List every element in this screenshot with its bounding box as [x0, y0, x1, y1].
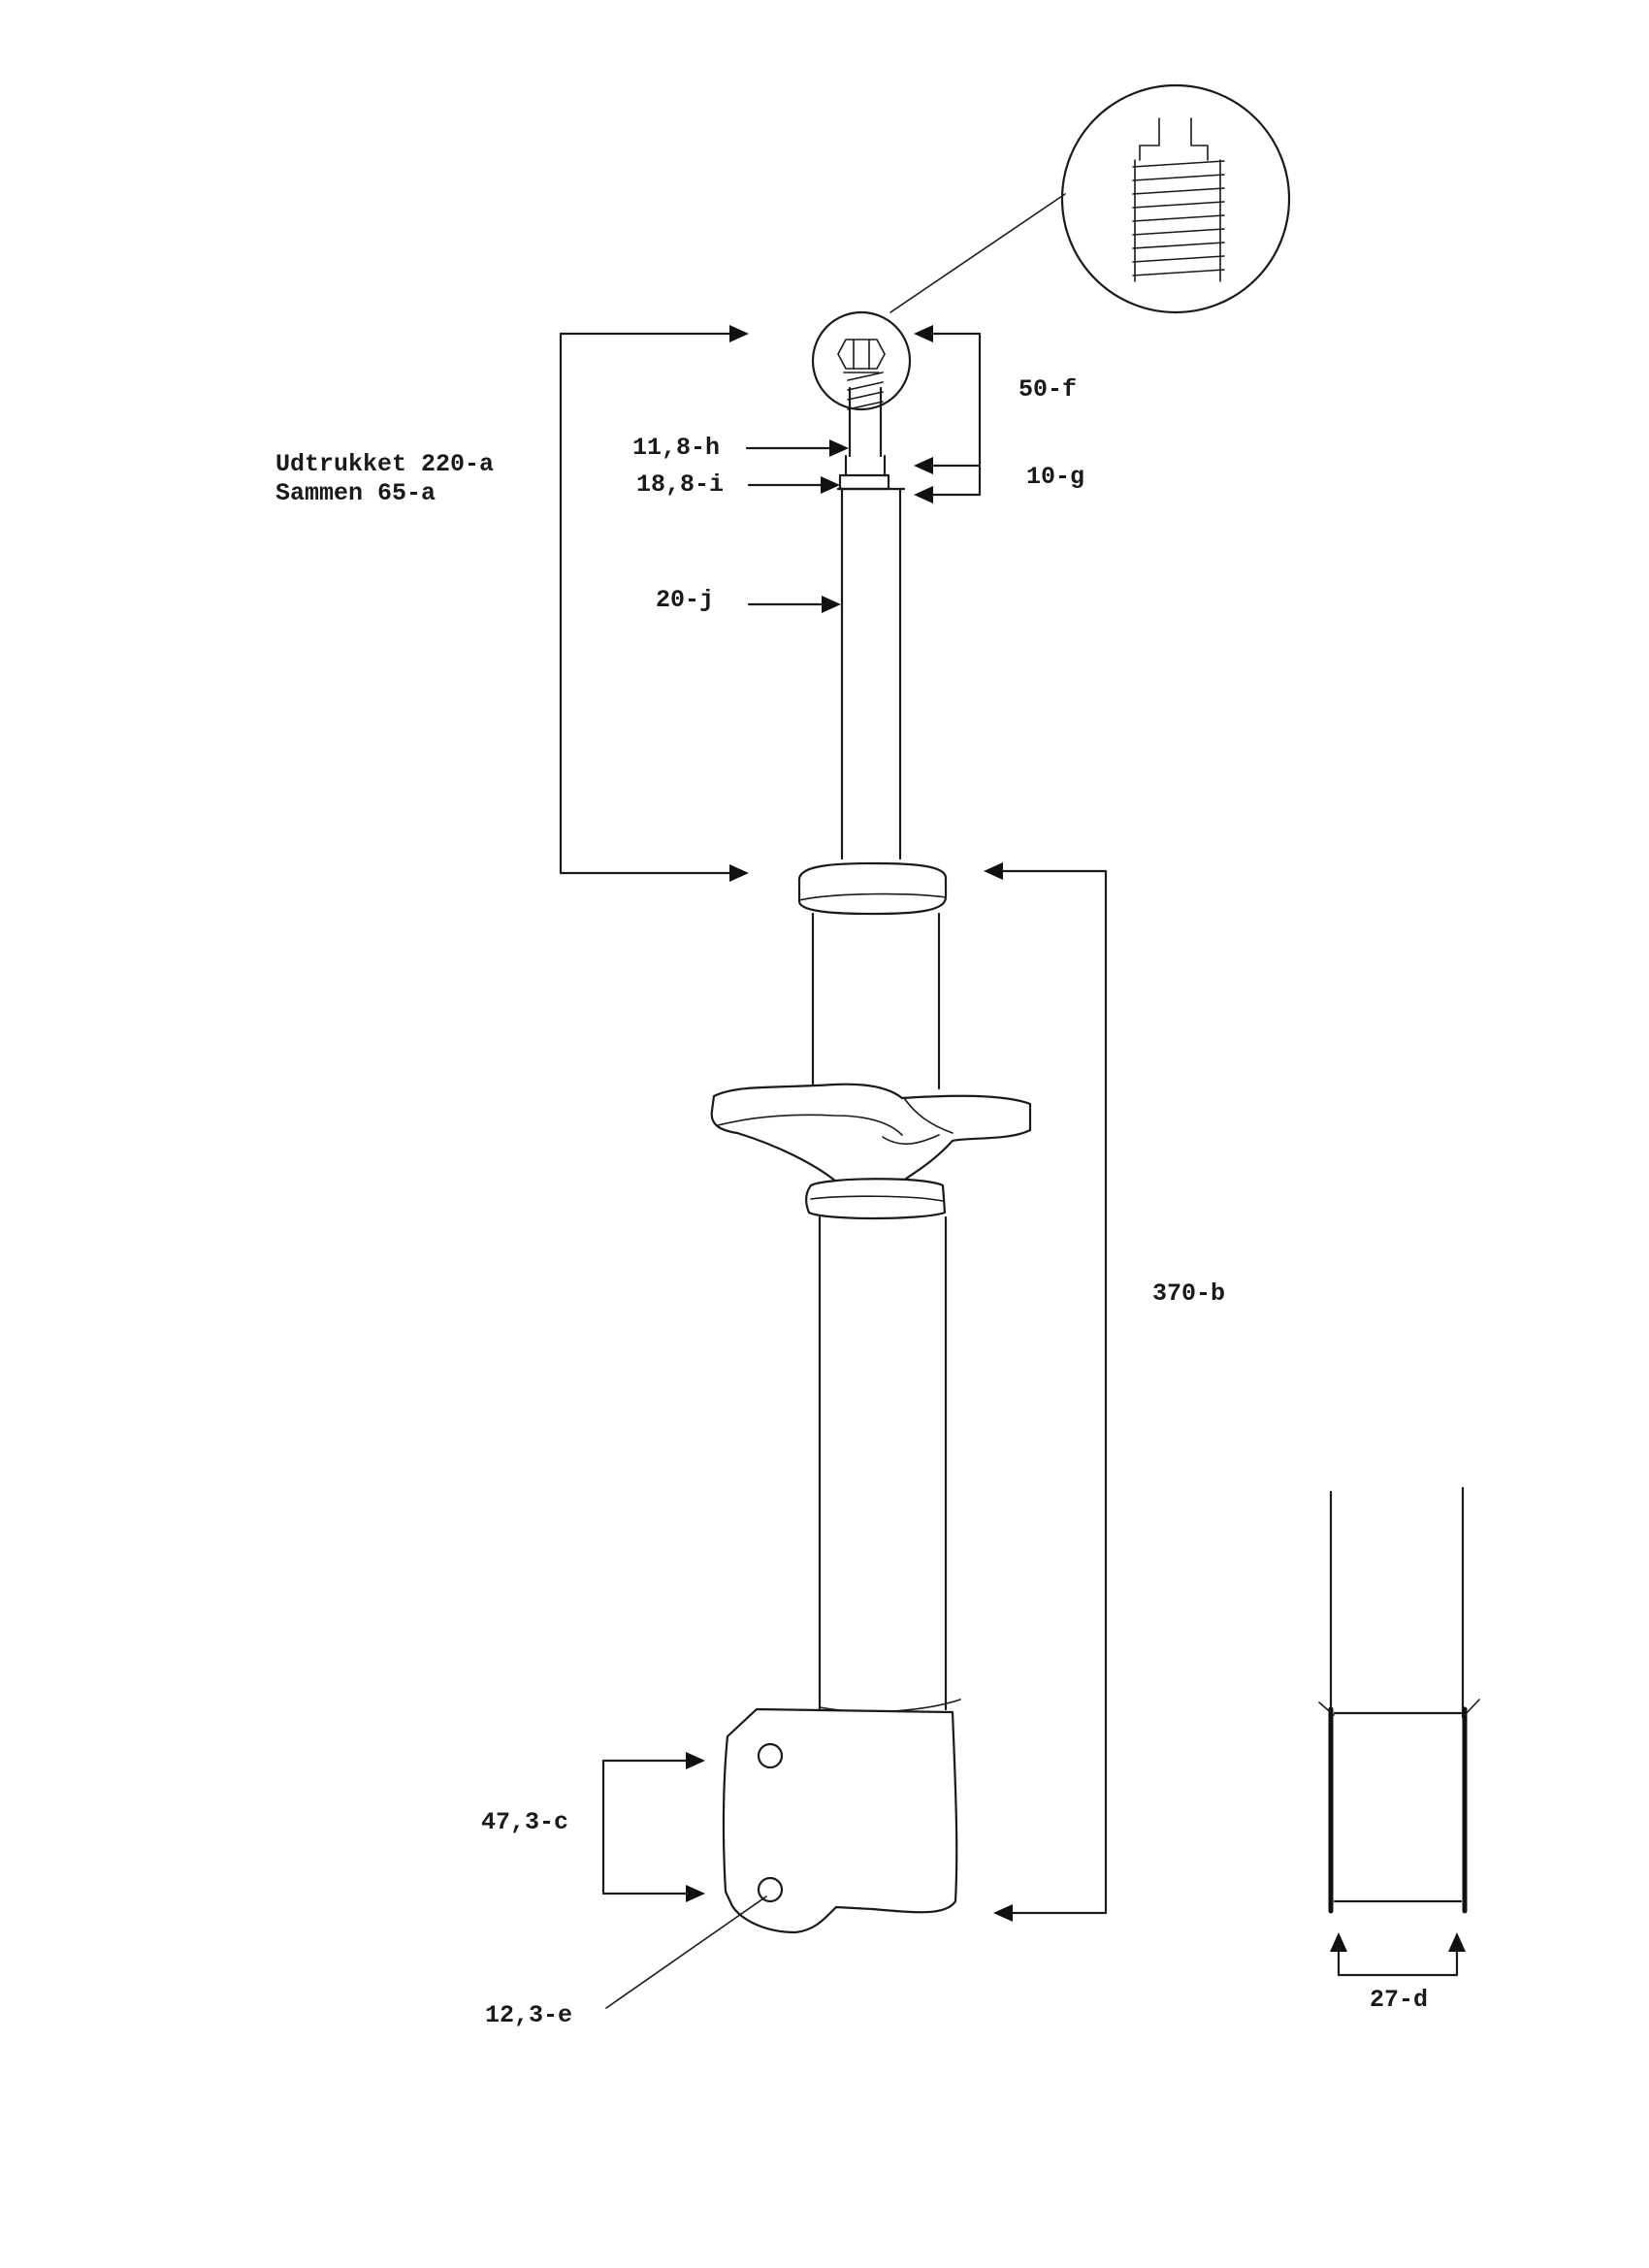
thread-detail-inset [889, 83, 1291, 314]
label-tube-d: 27-d [1370, 1986, 1428, 2014]
mounting-bracket [722, 1707, 958, 1934]
label-thread-h: 11,8-h [632, 434, 720, 462]
label-body-b: 370-b [1152, 1280, 1225, 1308]
leader-rod-j [747, 596, 841, 613]
bracket-hole-lower [757, 1876, 784, 1903]
leader-thread-h [745, 439, 849, 457]
leader-hole-e [605, 1895, 767, 2009]
dust-cap [797, 861, 948, 916]
dim-top-f-g [914, 325, 982, 503]
label-collar-i: 18,8-i [636, 470, 724, 499]
label-compressed: Sammen 65-a [275, 479, 436, 507]
dim-overall-length [559, 325, 749, 882]
label-rod-j: 20-j [656, 586, 714, 614]
nut-detail-circle [811, 310, 912, 411]
dim-tube-d [1330, 1932, 1466, 1977]
bracket-hole-upper [757, 1742, 784, 1769]
piston-rod [836, 372, 906, 860]
main-body-tube [818, 1215, 948, 1714]
label-hole-e: 12,3-e [485, 2001, 572, 2029]
dim-holes-c [601, 1752, 705, 1902]
label-top-f: 50-f [1018, 375, 1077, 404]
leader-collar-i [747, 476, 840, 494]
dim-body-b [984, 862, 1108, 1922]
label-extended: Udtrukket 220-a [275, 450, 494, 478]
upper-tube [811, 912, 941, 1090]
label-top-g: 10-g [1026, 463, 1084, 491]
lower-ring [805, 1178, 947, 1220]
spring-seat [710, 1083, 1032, 1183]
tube-section-detail [1318, 1486, 1480, 1914]
label-holes-c: 47,3-c [481, 1808, 568, 1836]
